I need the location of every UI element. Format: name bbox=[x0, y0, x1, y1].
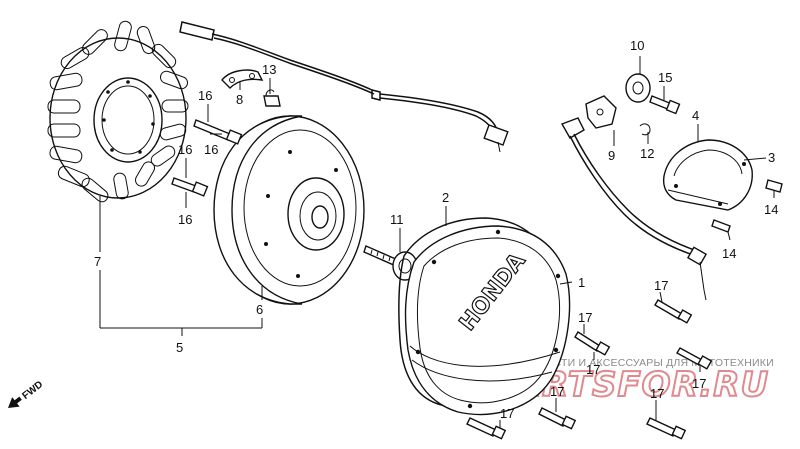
callout-11: 11 bbox=[390, 212, 404, 227]
callout-12: 12 bbox=[640, 146, 654, 161]
callout-17-c: 17 bbox=[692, 376, 706, 391]
clamp-12-part bbox=[639, 123, 651, 136]
callout-17-e: 17 bbox=[500, 406, 514, 421]
callout-4: 4 bbox=[692, 108, 699, 123]
washer-10-part bbox=[625, 73, 651, 103]
callout-7: 7 bbox=[94, 254, 101, 269]
callout-14-top: 14 bbox=[764, 202, 778, 217]
callout-2: 2 bbox=[442, 190, 449, 205]
callout-8: 8 bbox=[236, 92, 243, 107]
callout-17-g: 17 bbox=[650, 386, 664, 401]
pulse-sensor-part bbox=[560, 95, 708, 301]
bolts-16-part bbox=[171, 119, 243, 197]
callout-17-d: 17 bbox=[586, 362, 600, 377]
leader-lines bbox=[99, 56, 775, 428]
callout-16-right: 16 bbox=[204, 142, 218, 157]
callout-labels: 1 2 3 4 5 6 7 8 9 10 11 12 13 14 14 15 1… bbox=[94, 38, 778, 421]
callout-9: 9 bbox=[608, 148, 615, 163]
callout-17-b: 17 bbox=[578, 310, 592, 325]
bolts-17-part bbox=[466, 299, 713, 440]
fwd-indicator: FWD bbox=[8, 379, 46, 408]
bracket-part bbox=[221, 69, 264, 89]
callout-17-f: 17 bbox=[550, 384, 564, 399]
callout-6: 6 bbox=[256, 302, 263, 317]
fwd-label: FWD bbox=[21, 379, 46, 402]
fwd-arrow-icon bbox=[8, 396, 22, 408]
callout-16-left: 16 bbox=[178, 142, 192, 157]
callout-17-a: 17 bbox=[654, 278, 668, 293]
callout-14-bottom: 14 bbox=[722, 246, 736, 261]
flywheel-rotor-part bbox=[213, 115, 365, 305]
callout-16-bottom: 16 bbox=[178, 212, 192, 227]
callout-5: 5 bbox=[176, 340, 183, 355]
callout-15: 15 bbox=[658, 70, 672, 85]
stud-bolt-part bbox=[363, 245, 418, 281]
callout-13: 13 bbox=[262, 62, 276, 77]
callout-1: 1 bbox=[578, 275, 585, 290]
bolt-15-part bbox=[649, 95, 681, 115]
generator-cover-part: HONDA bbox=[404, 225, 571, 416]
bolt-13-part bbox=[263, 89, 281, 107]
stator-part bbox=[47, 20, 509, 203]
callout-16-top: 16 bbox=[198, 88, 212, 103]
callout-10: 10 bbox=[630, 38, 644, 53]
callout-3: 3 bbox=[768, 150, 775, 165]
small-cover-part bbox=[662, 139, 753, 211]
